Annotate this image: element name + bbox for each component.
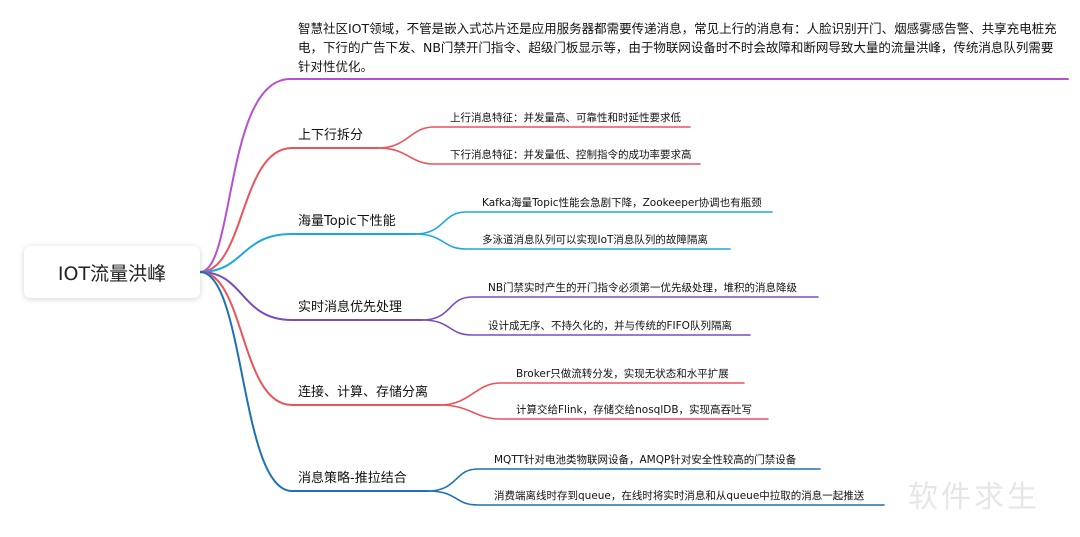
intro-text: 智慧社区IOT领域，不管是嵌入式芯片还是应用服务器都需要传递消息，常见上行的消息… [298, 21, 1057, 74]
leaf-push-pull-2[interactable]: 消费端离线时存到queue，在线时将实时消息和从queue中拉取的消息一起推送 [494, 488, 864, 503]
root-node[interactable]: IOT流量洪峰 [24, 246, 200, 298]
root-label: IOT流量洪峰 [57, 262, 167, 285]
leaf-realtime-1[interactable]: NB门禁实时产生的开门指令必须第一优先级处理，堆积的消息降级 [488, 280, 797, 295]
branch-connector [199, 233, 416, 273]
branch-realtime-priority[interactable]: 实时消息优先处理 [298, 296, 402, 315]
intro-node[interactable]: 智慧社区IOT领域，不管是嵌入式芯片还是应用服务器都需要传递消息，常见上行的消息… [298, 19, 1058, 76]
leaf-connector [421, 319, 751, 336]
branch-connector [199, 271, 423, 321]
branch-connector [199, 271, 429, 492]
leaf-up-down-1[interactable]: 上行消息特征：并发量高、可靠性和时延性要求低 [450, 110, 681, 125]
leaf-push-pull-1[interactable]: MQTT针对电池类物联网设备，AMQP针对安全性较高的门禁设备 [494, 452, 796, 467]
leaf-label: Kafka海量Topic性能会急剧下降，Zookeeper协调也有瓶颈 [482, 197, 762, 209]
leaf-label: 多泳道消息队列可以实现IoT消息队列的故障隔离 [482, 234, 708, 246]
leaf-connector [414, 211, 773, 235]
leaf-label: NB门禁实时产生的开门指令必须第一优先级处理，堆积的消息降级 [488, 282, 798, 294]
watermark: 软件求生 [908, 480, 1040, 515]
branch-label: 连接、计算、存储分离 [298, 385, 429, 400]
leaf-connector [427, 468, 821, 492]
leaf-separation-1[interactable]: Broker只做流转分发，实现无状态和水平扩展 [516, 366, 729, 381]
branch-push-pull[interactable]: 消息策略-推拉结合 [298, 467, 407, 486]
leaf-separation-2[interactable]: 计算交给Flink，存储交给nosqlDB，实现高吞吐写 [516, 402, 752, 417]
leaf-realtime-2[interactable]: 设计成无序、不持久化的，并与传统的FIFO队列隔离 [488, 318, 732, 333]
branch-connector [199, 271, 441, 406]
branch-label: 海量Topic下性能 [298, 214, 396, 229]
leaf-label: Broker只做流转分发，实现无状态和水平扩展 [516, 368, 729, 380]
leaf-topic-1[interactable]: Kafka海量Topic性能会急剧下降，Zookeeper协调也有瓶颈 [482, 195, 762, 210]
intro-connector [199, 78, 1069, 273]
leaf-connector [414, 233, 731, 250]
branch-label: 消息策略-推拉结合 [298, 471, 407, 486]
branch-separation[interactable]: 连接、计算、存储分离 [298, 381, 428, 400]
leaf-label: 下行消息特征：并发量低、控制指令的成功率要求高 [450, 149, 692, 161]
leaf-topic-2[interactable]: 多泳道消息队列可以实现IoT消息队列的故障隔离 [482, 232, 708, 247]
leaf-up-down-2[interactable]: 下行消息特征：并发量低、控制指令的成功率要求高 [450, 147, 692, 162]
leaf-connector [377, 126, 691, 149]
branch-connector [199, 147, 379, 273]
branch-label: 实时消息优先处理 [298, 300, 403, 315]
leaf-connector [421, 296, 819, 321]
leaf-connector [377, 147, 701, 165]
leaf-label: 计算交给Flink，存储交给nosqlDB，实现高吞吐写 [516, 404, 753, 416]
branch-topic-performance[interactable]: 海量Topic下性能 [298, 210, 396, 229]
leaf-connector [427, 490, 885, 506]
leaf-connector [439, 404, 769, 420]
branch-label: 上下行拆分 [298, 128, 364, 143]
leaf-label: 设计成无序、不持久化的，并与传统的FIFO队列隔离 [488, 320, 732, 332]
leaf-label: 上行消息特征：并发量高、可靠性和时延性要求低 [450, 112, 681, 124]
branch-up-down-split[interactable]: 上下行拆分 [298, 124, 363, 143]
leaf-label: MQTT针对电池类物联网设备，AMQP针对安全性较高的门禁设备 [494, 454, 797, 466]
leaf-connector [439, 382, 745, 406]
leaf-label: 消费端离线时存到queue，在线时将实时消息和从queue中拉取的消息一起推送 [494, 490, 865, 502]
